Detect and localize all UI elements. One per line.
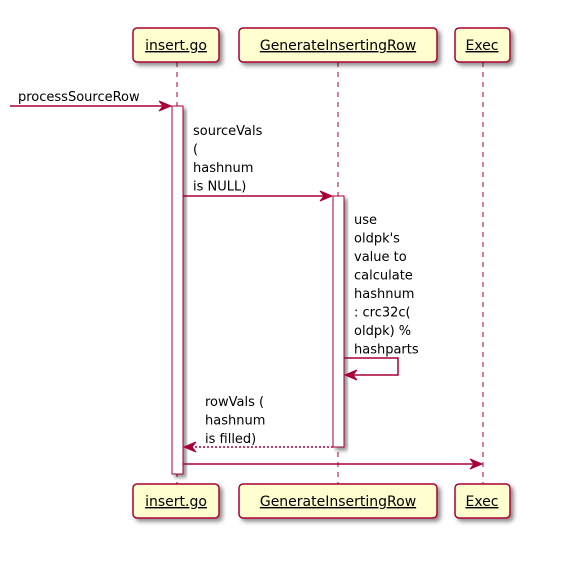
message-label-line: rowVals ( bbox=[205, 395, 264, 410]
message-label-line: value to bbox=[354, 250, 407, 265]
activation-insert bbox=[171, 105, 184, 475]
message-label-line: : crc32c( bbox=[354, 306, 411, 321]
message-label: sourceVals ( hashnum is NULL) bbox=[193, 124, 263, 195]
message-label-line: calculate bbox=[354, 269, 413, 284]
participant-exec-label: Exec bbox=[465, 38, 498, 54]
message-label: rowVals ( hashnum is filled) bbox=[205, 395, 265, 447]
message-label: processSourceRow bbox=[18, 90, 140, 105]
message-label-line: hashnum bbox=[205, 414, 265, 429]
message-label-line: processSourceRow bbox=[18, 90, 140, 105]
participant-exec-label: Exec bbox=[465, 494, 498, 510]
message-self-calculate-hashnum: use oldpk's value to calculate hashnum : crc3… bbox=[343, 213, 419, 381]
message-label: use oldpk's value to calculate hashnum : crc3… bbox=[354, 213, 419, 358]
message-label-line: use bbox=[354, 213, 377, 228]
message-label-line: sourceVals bbox=[193, 124, 263, 139]
participant-exec-bottom: Exec bbox=[454, 483, 511, 519]
activation-gen bbox=[332, 195, 345, 448]
participant-insert-bottom: insert.go bbox=[132, 483, 220, 519]
message-return-row-vals: rowVals ( hashnum is filled) bbox=[182, 395, 333, 453]
participant-gen-bottom: GenerateInsertingRow bbox=[238, 483, 438, 519]
message-label-line: hashnum bbox=[354, 287, 414, 302]
message-process-source-row: processSourceRow bbox=[10, 90, 173, 112]
message-label-line: oldpk) % bbox=[354, 324, 411, 339]
message-label-line: hashparts bbox=[354, 343, 419, 358]
participant-gen-label: GenerateInsertingRow bbox=[260, 494, 416, 510]
participant-gen-top: GenerateInsertingRow bbox=[238, 27, 438, 63]
message-label-line: oldpk's bbox=[354, 232, 400, 247]
participant-insert-label: insert.go bbox=[145, 494, 207, 510]
message-label-line: ( bbox=[193, 143, 198, 158]
message-source-vals: sourceVals ( hashnum is NULL) bbox=[183, 124, 334, 202]
message-label-line: is NULL) bbox=[193, 180, 246, 195]
message-label-line: hashnum bbox=[193, 161, 253, 176]
message-to-exec bbox=[183, 458, 484, 470]
participant-gen-label: GenerateInsertingRow bbox=[260, 38, 416, 54]
participant-exec-top: Exec bbox=[454, 27, 511, 63]
message-label-line: is filled) bbox=[205, 432, 256, 447]
participant-insert-label: insert.go bbox=[145, 38, 207, 54]
participant-insert-top: insert.go bbox=[132, 27, 220, 63]
